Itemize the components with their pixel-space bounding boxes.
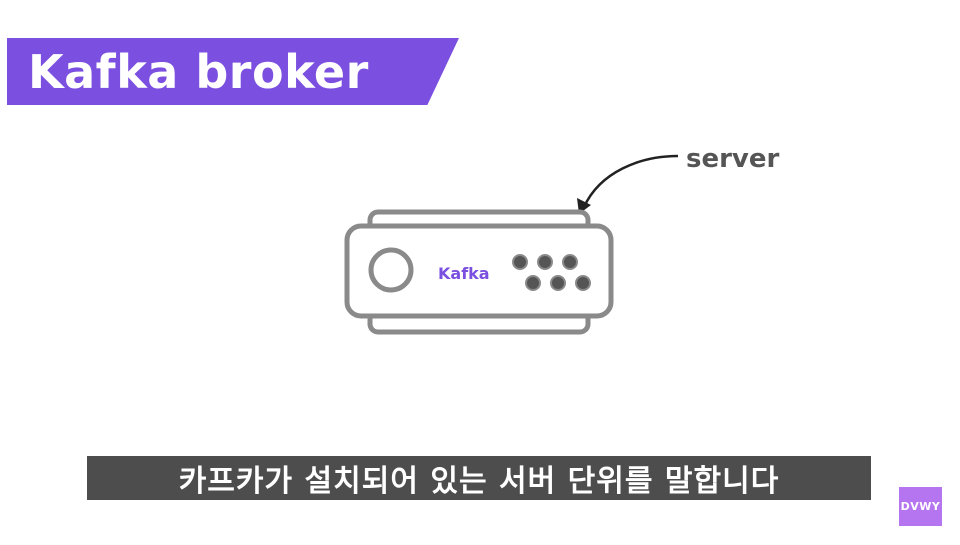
slide-title: Kafka broker [28, 45, 369, 99]
device-label: Kafka [438, 264, 490, 283]
arrow-icon [577, 154, 679, 214]
server-label: server [686, 144, 780, 174]
subtitle-bar: 카프카가 설치되어 있는 서버 단위를 말합니다 [87, 456, 871, 500]
title-banner: Kafka broker [7, 38, 459, 105]
logo-text: DVWY [900, 500, 941, 513]
indicator-dots-icon [512, 254, 591, 291]
server-device-icon [344, 209, 614, 335]
subtitle-text: 카프카가 설치되어 있는 서버 단위를 말합니다 [178, 464, 780, 499]
power-button-icon [368, 247, 414, 293]
channel-logo: DVWY [899, 487, 942, 526]
